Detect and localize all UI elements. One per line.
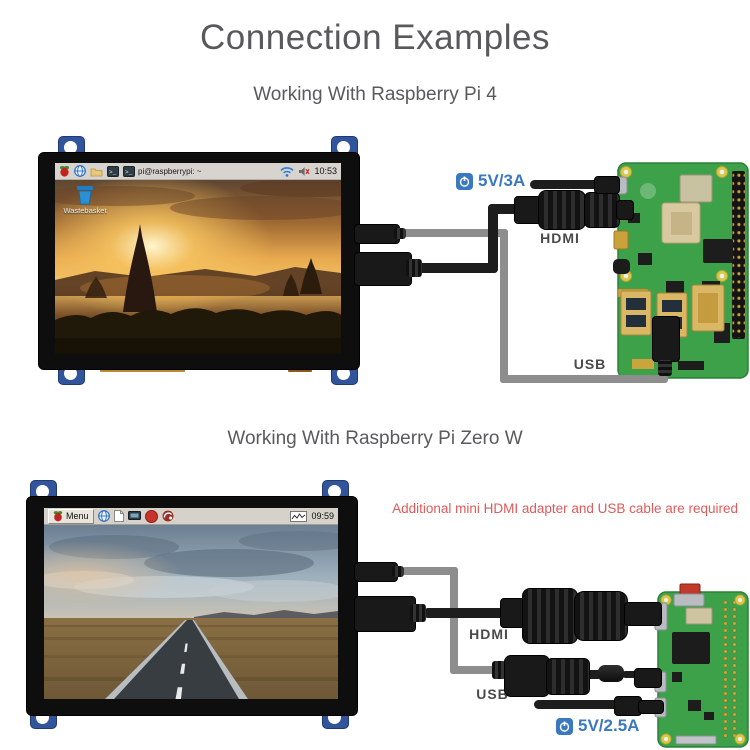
mounting-hole xyxy=(337,367,350,380)
terminal-icon: >_ xyxy=(123,165,135,177)
wastebasket-desktop-icon[interactable]: Wastebasket xyxy=(57,184,113,215)
cable-strain-relief xyxy=(492,661,506,679)
usb-a-male-plug xyxy=(546,658,590,695)
lcd-screen: Menu 09:59 xyxy=(44,508,338,699)
usb-cable-segment xyxy=(500,229,508,383)
open-road-wallpaper xyxy=(44,525,338,699)
mounting-hole xyxy=(337,141,350,154)
micro-hdmi-adapter xyxy=(584,192,620,228)
terminal-window-title: pi@raspberrypi: ~ xyxy=(138,166,202,176)
wastebasket-icon xyxy=(77,186,93,205)
mounting-hole xyxy=(36,485,49,498)
lxde-taskbar: Menu 09:59 xyxy=(44,508,338,525)
section-pi4-subtitle: Working With Raspberry Pi 4 xyxy=(253,84,497,105)
mini-hdmi-adapter xyxy=(574,591,628,641)
mini-hdmi-tip xyxy=(624,602,662,626)
ferrite-bead xyxy=(598,665,624,682)
usb-cable-segment xyxy=(500,375,668,383)
usb-cable-segment xyxy=(450,567,458,674)
power-icon xyxy=(556,717,573,735)
svg-text:>_: >_ xyxy=(125,169,133,176)
cable-strain-relief xyxy=(394,228,406,239)
menu-button[interactable]: Menu xyxy=(48,508,94,524)
clock: 10:53 xyxy=(314,166,337,176)
usb-cable-segment xyxy=(402,567,458,575)
usb-cable-segment xyxy=(450,666,498,674)
terminal-window-button[interactable]: >_ pi@raspberrypi: ~ xyxy=(123,165,202,177)
power-rating-text: 5V/3A xyxy=(478,171,526,190)
mounting-hole xyxy=(64,367,77,380)
mounting-hole xyxy=(328,485,341,498)
hdmi-cable-segment xyxy=(424,608,506,618)
mounting-hole xyxy=(64,141,77,154)
hdmi-female-adapter xyxy=(522,588,578,644)
terminal-icon: >_ xyxy=(107,165,119,177)
hdmi-plug xyxy=(354,596,416,632)
hdmi-plug xyxy=(514,196,542,224)
usb-connection-label: USB xyxy=(573,356,607,372)
usb-a-female-adapter xyxy=(504,655,550,697)
raspberry-icon xyxy=(60,166,69,177)
hdmi-cable-segment xyxy=(488,204,522,214)
screenshot-icon xyxy=(127,511,141,520)
svg-text:>_: >_ xyxy=(109,169,117,176)
micro-usb-power-tip xyxy=(638,700,664,714)
hdmi-cable-segment xyxy=(418,263,498,273)
menu-button-label: Menu xyxy=(66,511,89,521)
power-rating-text: 5V/2.5A xyxy=(578,716,640,735)
power-rating-label: 5V/2.5A xyxy=(556,716,639,736)
folder-icon xyxy=(90,168,103,176)
lcd-screen: >_ >_ pi@raspberrypi: ~ 10:53 xyxy=(55,163,341,354)
sunset-temples-wallpaper xyxy=(55,180,341,354)
lcd-display-pi-zero: Menu 09:59 xyxy=(26,496,358,716)
raspberry-pi-4-board xyxy=(613,162,749,379)
micro-usb-otg-plug xyxy=(634,668,662,688)
cable-strain-relief xyxy=(410,604,426,622)
red-app-icon xyxy=(144,509,158,523)
page-title: Connection Examples xyxy=(200,18,550,57)
lcd-display-pi4: >_ >_ pi@raspberrypi: ~ 10:53 xyxy=(38,152,360,370)
micro-hdmi-tip xyxy=(616,200,634,220)
power-icon xyxy=(456,172,473,190)
hdmi-cable-segment xyxy=(488,204,498,273)
clock: 09:59 xyxy=(311,511,334,521)
hdmi-plug xyxy=(500,598,526,628)
power-cable xyxy=(530,180,600,189)
usb-otg-cable xyxy=(586,670,602,679)
power-rating-label: 5V/3A xyxy=(456,171,525,191)
hdmi-plug xyxy=(354,252,412,286)
raspberry-pi-zero-w-board xyxy=(654,583,749,748)
wifi-icon xyxy=(280,166,295,177)
power-cable xyxy=(534,700,618,709)
requirement-note: Additional mini HDMI adapter and USB cab… xyxy=(392,501,738,516)
cable-strain-relief xyxy=(392,566,404,577)
volume-icon xyxy=(299,166,311,176)
usb-c-power-plug xyxy=(594,176,620,194)
cable-strain-relief xyxy=(658,360,672,376)
file-manager-icon xyxy=(113,510,124,522)
web-browser-icon xyxy=(162,510,174,522)
usb-a-plug xyxy=(652,316,680,362)
usb-otg-cable xyxy=(622,671,638,678)
desktop-icon-label: Wastebasket xyxy=(63,206,107,215)
hdmi-connection-label: HDMI xyxy=(540,230,580,246)
globe-icon xyxy=(97,510,110,522)
cable-strain-relief xyxy=(406,259,422,277)
hdmi-adapter xyxy=(538,190,586,230)
raspberry-icon xyxy=(53,511,63,522)
hdmi-connection-label: HDMI xyxy=(469,626,509,642)
section-pi-zero-subtitle: Working With Raspberry Pi Zero W xyxy=(227,428,523,449)
globe-icon xyxy=(74,165,86,177)
usb-cable-segment xyxy=(402,229,508,237)
usb-connection-label: USB xyxy=(476,686,509,702)
pi-os-taskbar: >_ >_ pi@raspberrypi: ~ 10:53 xyxy=(55,163,341,180)
cpu-monitor-icon xyxy=(290,510,308,522)
